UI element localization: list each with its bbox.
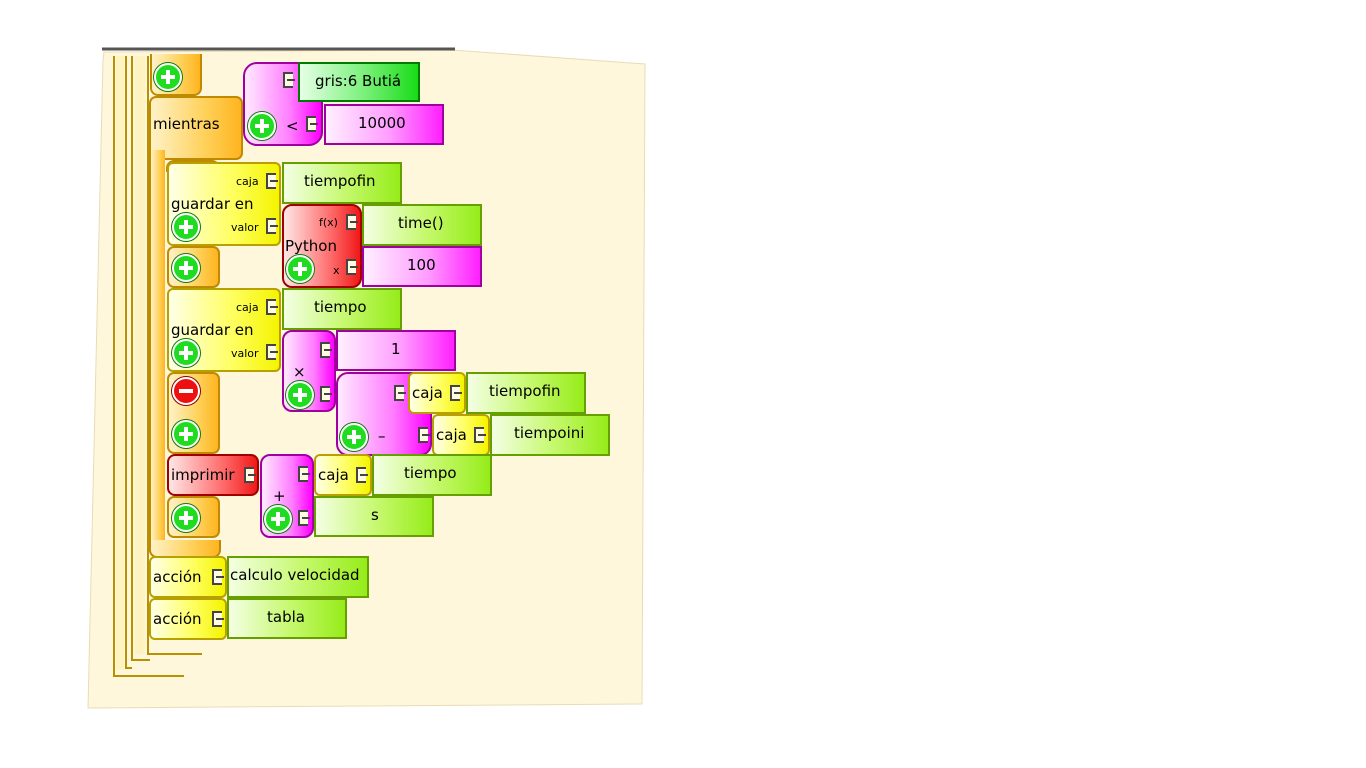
string-tiempo-block[interactable] <box>282 288 402 330</box>
subtract-operator: – <box>378 427 386 445</box>
string-tiempoini-block[interactable] <box>490 414 610 456</box>
socket-connector-icon <box>356 467 368 483</box>
string-tabla-label: tabla <box>267 608 305 626</box>
string-tiempofin-2-block[interactable] <box>466 372 586 414</box>
string-tabla-block[interactable] <box>227 598 347 639</box>
socket-connector-icon <box>298 466 310 482</box>
number-100-block[interactable] <box>362 246 482 287</box>
socket-connector-icon <box>266 218 278 234</box>
number-10000-label: 10000 <box>358 114 406 132</box>
string-time-label: time() <box>398 214 444 232</box>
action-block-2[interactable] <box>149 598 227 640</box>
python-label: Python <box>285 237 337 255</box>
expand-plus-icon[interactable] <box>286 255 314 283</box>
socket-connector-icon <box>450 385 462 401</box>
multiply-operator: × <box>293 363 306 381</box>
socket-connector-icon <box>346 259 358 275</box>
box-label: caja <box>412 384 443 402</box>
while-body-arm <box>149 150 165 558</box>
expand-plus-icon[interactable] <box>172 339 200 367</box>
string-calculo-velocidad-label: calculo velocidad <box>230 566 360 584</box>
while-block[interactable] <box>149 96 243 160</box>
socket-connector-icon <box>306 116 318 132</box>
caja-param-label: caja <box>236 175 259 188</box>
print-block[interactable] <box>167 454 259 496</box>
less-than-operator: < <box>286 117 299 135</box>
number-100-label: 100 <box>407 256 436 274</box>
sensor-block[interactable] <box>298 62 420 102</box>
string-tiempo-label: tiempo <box>314 298 367 316</box>
string-tiempoini-label: tiempoini <box>514 424 585 442</box>
expand-plus-icon[interactable] <box>172 254 200 282</box>
socket-connector-icon <box>212 569 224 585</box>
socket-connector-icon <box>394 385 406 401</box>
string-s-block[interactable] <box>314 496 434 537</box>
print-label: imprimir <box>171 466 235 484</box>
store-label: guardar en <box>171 321 254 339</box>
sensor-label: gris:6 Butiá <box>315 72 402 90</box>
expand-plus-icon[interactable] <box>340 423 368 451</box>
string-calculo-velocidad-block[interactable] <box>227 556 369 598</box>
string-tiempo-2-label: tiempo <box>404 464 457 482</box>
valor-param-label: valor <box>231 347 259 360</box>
socket-connector-icon <box>283 72 295 88</box>
socket-connector-icon <box>474 427 486 443</box>
socket-connector-icon <box>266 344 278 360</box>
socket-connector-icon <box>298 510 310 526</box>
string-tiempo-2-block[interactable] <box>372 454 492 496</box>
socket-connector-icon <box>320 386 332 402</box>
expand-plus-icon[interactable] <box>154 63 182 91</box>
socket-connector-icon <box>320 342 332 358</box>
socket-connector-icon <box>244 467 256 483</box>
string-tiempofin-2-label: tiempofin <box>489 382 561 400</box>
store-label: guardar en <box>171 195 254 213</box>
string-tiempofin-label: tiempofin <box>304 172 376 190</box>
expand-plus-icon[interactable] <box>264 505 292 533</box>
socket-connector-icon <box>212 611 224 627</box>
socket-connector-icon <box>346 214 358 230</box>
action-label: acción <box>153 568 202 586</box>
fx-param-label: f(x) <box>319 216 338 229</box>
collapse-minus-icon[interactable] <box>172 377 200 405</box>
box-label: caja <box>318 466 349 484</box>
expand-plus-icon[interactable] <box>172 420 200 448</box>
x-param-label: x <box>333 264 340 277</box>
number-10000-block[interactable] <box>324 104 444 145</box>
socket-connector-icon <box>418 427 430 443</box>
string-s-label: s <box>371 506 379 524</box>
number-1-label: 1 <box>391 340 401 358</box>
valor-param-label: valor <box>231 221 259 234</box>
socket-connector-icon <box>266 299 278 315</box>
box-label: caja <box>436 426 467 444</box>
string-tiempofin-block[interactable] <box>282 162 402 204</box>
expand-plus-icon[interactable] <box>172 504 200 532</box>
add-operator: + <box>273 487 286 505</box>
while-label: mientras <box>153 115 220 133</box>
action-label: acción <box>153 610 202 628</box>
expand-plus-icon[interactable] <box>172 213 200 241</box>
number-1-block[interactable] <box>336 330 456 371</box>
string-time-block[interactable] <box>362 204 482 246</box>
socket-connector-icon <box>266 173 278 189</box>
caja-param-label: caja <box>236 301 259 314</box>
expand-plus-icon[interactable] <box>286 381 314 409</box>
expand-plus-icon[interactable] <box>248 112 276 140</box>
